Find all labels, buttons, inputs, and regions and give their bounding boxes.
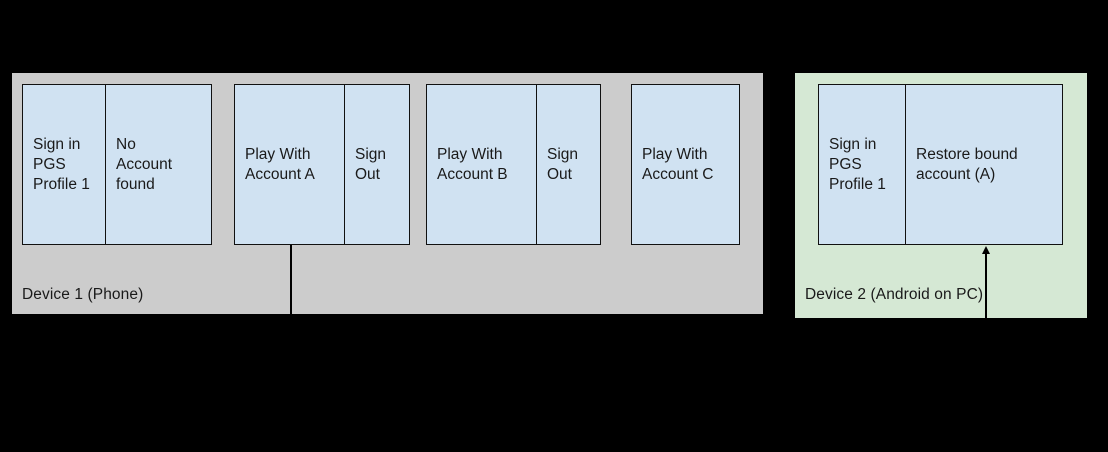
state-group-1: Sign in PGS Profile 1 No Account found [22, 84, 212, 245]
state-box-restore-bound-account-a[interactable]: Restore bound account (A) [905, 85, 1062, 244]
state-box-sign-in-pgs-profile-1[interactable]: Sign in PGS Profile 1 [23, 85, 105, 244]
device-label-device-1: Device 1 (Phone) [22, 286, 144, 303]
arrowhead-icon-restore-bound-account [981, 246, 990, 254]
state-box-sign-in-pgs-profile-1-device-2[interactable]: Sign in PGS Profile 1 [819, 85, 905, 244]
device-label-device-2: Device 2 (Android on PC) [805, 286, 984, 303]
state-box-no-account-found[interactable]: No Account found [105, 85, 211, 244]
state-group-4: Play With Account C [631, 84, 740, 245]
state-box-sign-out-b[interactable]: Sign Out [536, 85, 600, 244]
connector-play-with-account-a-downline [290, 245, 292, 314]
state-group-5: Sign in PGS Profile 1 Restore bound acco… [818, 84, 1063, 245]
state-group-2: Play With Account A Sign Out [234, 84, 410, 245]
state-box-play-with-account-a[interactable]: Play With Account A [235, 85, 344, 244]
state-box-sign-out-a[interactable]: Sign Out [344, 85, 409, 244]
state-box-play-with-account-c[interactable]: Play With Account C [632, 85, 739, 244]
state-box-play-with-account-b[interactable]: Play With Account B [427, 85, 536, 244]
state-group-3: Play With Account B Sign Out [426, 84, 601, 245]
connector-restore-bound-account-upline [985, 252, 987, 345]
